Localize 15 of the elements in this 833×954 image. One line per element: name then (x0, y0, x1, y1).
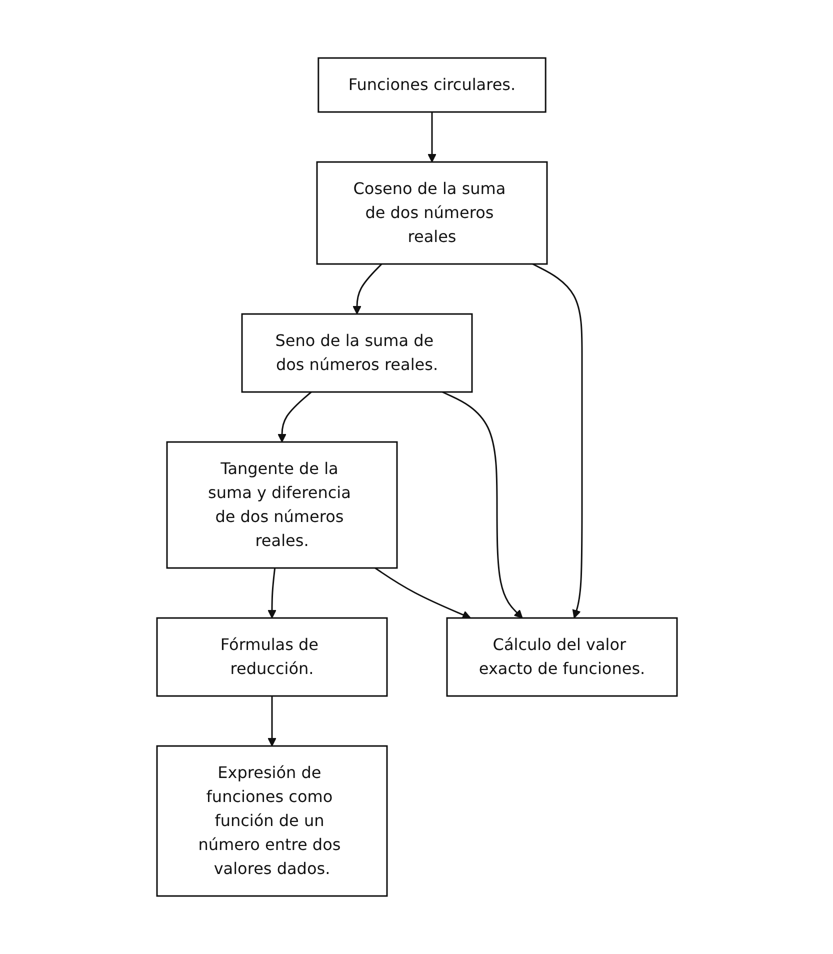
arrow (267, 696, 276, 746)
node-box: Funciones circulares. (317, 57, 546, 113)
arrow (267, 568, 276, 618)
node-box: Expresión de funciones como función de un número entre dos valores dados. (156, 745, 388, 897)
arrow (352, 263, 382, 314)
node-box: Seno de la suma de dos números reales. (240, 313, 472, 393)
node-box: Tangente de la suma y diferencia de dos números reales. (166, 441, 398, 569)
arrow (427, 112, 436, 162)
node-box: Fórmulas de reducción. (156, 617, 388, 697)
arrow (442, 391, 522, 618)
node-box: Cálculo del valor exacto de funciones. (446, 617, 678, 697)
arrow (277, 391, 312, 442)
arrow (374, 567, 470, 619)
node-box: Coseno de la suma de dos números reales (316, 161, 548, 265)
arrow (532, 263, 582, 618)
